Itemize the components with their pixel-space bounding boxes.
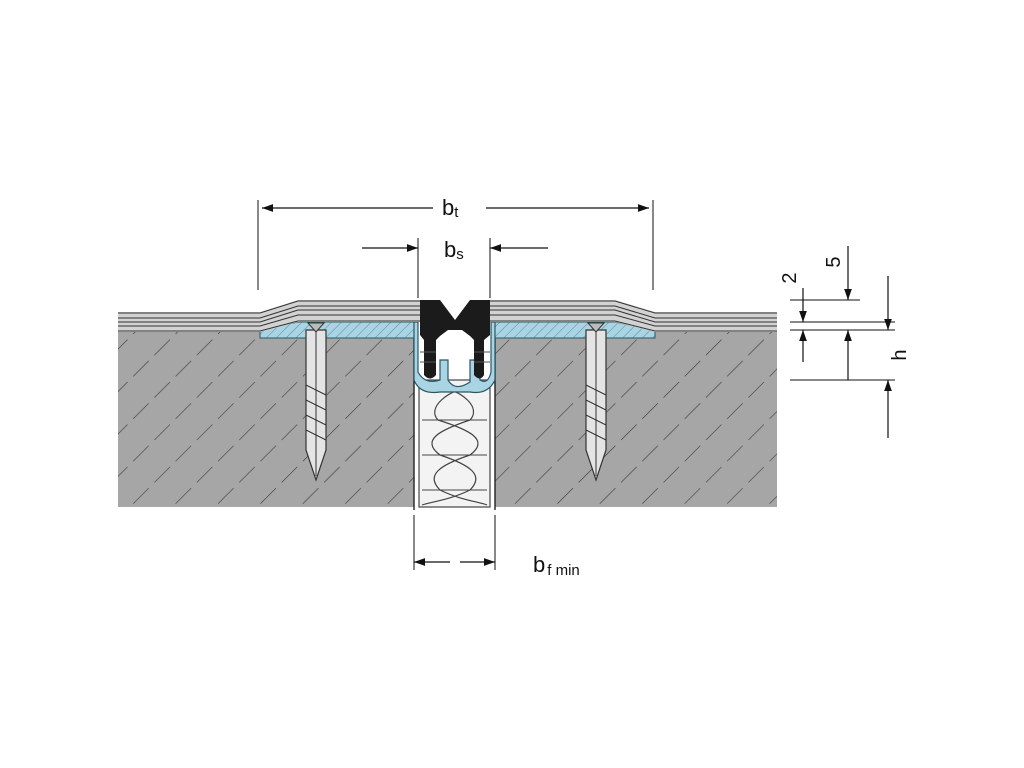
profile-flange-left: [259, 321, 415, 339]
dimension-bs: bs: [362, 237, 548, 298]
label-dim-h: h: [889, 349, 911, 360]
dimension-thickness: 2 5 h: [779, 246, 911, 438]
profile-flange-right: [494, 321, 656, 339]
floor-covering-right: [490, 300, 777, 332]
foam-backing: [418, 379, 491, 508]
label-bs: bs: [444, 237, 464, 263]
floor-covering-left: [118, 300, 420, 332]
label-bt: bt: [442, 195, 459, 221]
anchor-left: [305, 322, 327, 482]
dimension-bt: bt: [257, 195, 654, 290]
label-dim-2: 2: [779, 272, 801, 283]
rubber-insert: [420, 300, 490, 379]
anchor-right: [585, 322, 607, 482]
label-dim-5: 5: [823, 256, 845, 267]
